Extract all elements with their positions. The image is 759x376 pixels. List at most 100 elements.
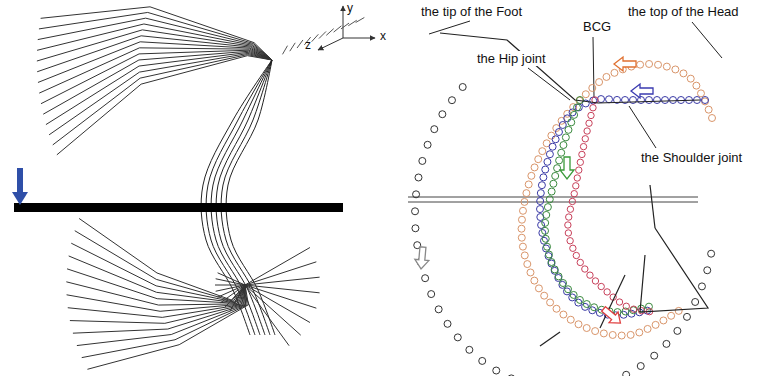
stick-figure [68, 285, 245, 317]
leader-line [429, 21, 470, 34]
trail-dot [570, 245, 576, 251]
trail-dot [558, 149, 565, 156]
trail-dot [662, 97, 669, 104]
trail-dot [542, 219, 549, 226]
stick-figure [82, 285, 247, 358]
head-mark [319, 31, 326, 38]
head-mark [334, 26, 342, 32]
trail-dot [655, 61, 662, 68]
trail-dot [479, 357, 486, 364]
stick-figure [77, 285, 246, 346]
trail-dot [523, 190, 530, 197]
trail-dot [571, 111, 578, 118]
trail-dot [560, 311, 567, 318]
trail-dot [638, 308, 644, 314]
axis-label: z [304, 38, 312, 53]
head-mark [312, 34, 319, 41]
trail-dot [549, 143, 556, 150]
trail-dot [574, 175, 580, 181]
trail-dot [548, 188, 555, 195]
trail-dot [586, 120, 592, 126]
stick-figure [600, 275, 625, 328]
trail-dot [435, 306, 442, 313]
leader-line [593, 37, 594, 97]
trail-dot [551, 266, 558, 273]
trail-dot [412, 225, 419, 232]
trail-dot [527, 269, 534, 276]
trail-dot [636, 329, 643, 336]
trail-dot [623, 371, 630, 376]
trail-dot [547, 299, 554, 306]
stick-figure [216, 279, 301, 335]
direction-arrow [12, 168, 28, 205]
trail-dot [569, 198, 575, 204]
trail-dot [424, 141, 431, 148]
stick-figure [218, 285, 320, 297]
trail-dot [544, 243, 551, 250]
trail-dot [538, 182, 545, 189]
trail-dot [576, 296, 583, 303]
trail-dot [663, 63, 670, 70]
motion-arrow [560, 157, 574, 179]
motion-arrow [414, 246, 430, 269]
trail-dot [565, 222, 571, 228]
trail-dot [528, 172, 535, 179]
trail-dot [575, 321, 582, 328]
trail-dot [536, 206, 543, 213]
trail-dot [542, 166, 549, 173]
trail-dot [519, 207, 526, 214]
leader-line [692, 22, 722, 58]
leader-lines [429, 21, 722, 148]
trail-dot [702, 97, 709, 104]
trail-dot [543, 211, 550, 218]
trail-dot [644, 325, 651, 332]
trail-dot [692, 298, 699, 305]
trail-dot [588, 112, 594, 118]
axis-label: y [346, 1, 354, 16]
trail-dot [574, 104, 581, 111]
trail-dot [521, 252, 528, 259]
trail-dot [564, 115, 571, 122]
trail-dot [598, 96, 605, 103]
trail-dot [675, 307, 682, 314]
trail-dot [560, 142, 567, 149]
trail-dot [518, 216, 525, 223]
axis-label: x [379, 29, 387, 44]
trail-dot [552, 136, 559, 143]
trail-dot [630, 307, 637, 314]
stick-figure [67, 285, 245, 311]
trail-dot [565, 126, 572, 133]
trail-dot [568, 119, 575, 126]
trail-dot [537, 198, 544, 205]
trail-dot [646, 97, 653, 104]
trail-dot [592, 328, 599, 335]
trail-dot [670, 97, 677, 104]
trail-dot [412, 208, 419, 215]
trail-dot [454, 334, 461, 341]
trail-dot [553, 305, 560, 312]
head-mark [348, 20, 356, 25]
head-mark [283, 46, 288, 55]
trail-dot [431, 126, 438, 133]
trail-dot [521, 198, 528, 205]
stick-figure [640, 228, 708, 312]
trail-dot [584, 128, 590, 134]
trail-dot [422, 275, 429, 282]
trail-dot [567, 316, 574, 323]
trail-dot [598, 283, 604, 289]
head-mark [341, 23, 349, 29]
stick-figure [73, 285, 245, 333]
trail-dot [556, 157, 563, 164]
trail-dot [573, 183, 579, 189]
trail-dot [583, 301, 590, 308]
trail-dot [606, 96, 613, 103]
trail-dot [618, 332, 625, 339]
leader-line [528, 68, 570, 100]
trail-dot [508, 375, 515, 376]
trail-dot [587, 272, 593, 278]
stick-figure [67, 269, 245, 304]
trail-dot [544, 204, 551, 211]
trail-dot [428, 291, 435, 298]
trail-dot [577, 159, 583, 165]
